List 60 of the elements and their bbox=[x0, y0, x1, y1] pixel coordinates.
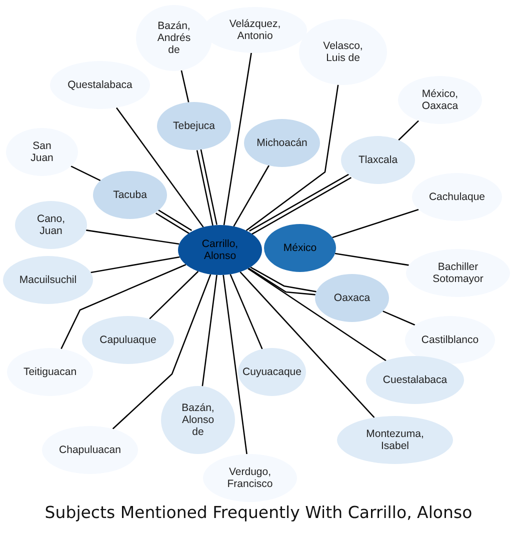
topic-label: México, Oaxaca bbox=[420, 88, 460, 112]
connector-line bbox=[246, 84, 339, 232]
topic-label: Oaxaca bbox=[334, 292, 370, 304]
topic-label: Bazán, Andrés de bbox=[156, 20, 192, 56]
diagram-title: Subjects Mentioned Frequently With Carrillo, Alonso bbox=[44, 503, 474, 522]
topic-ellipse bbox=[315, 274, 389, 322]
topic-ellipse bbox=[264, 224, 336, 272]
topic-label: Verdugo, Francisco bbox=[226, 466, 274, 490]
connector-line bbox=[240, 271, 375, 418]
topic-label: Cano, Juan bbox=[36, 213, 66, 237]
connector-line bbox=[180, 70, 190, 102]
connector-line bbox=[223, 52, 252, 226]
connector-line bbox=[233, 165, 270, 227]
topic-ellipse bbox=[6, 128, 78, 176]
topic-label: Castilblanco bbox=[421, 334, 479, 346]
topic-label: México bbox=[283, 242, 317, 254]
connector-line bbox=[230, 274, 263, 350]
topic-label: Tebejuca bbox=[172, 120, 216, 132]
topic-label: Cachulaque bbox=[428, 191, 486, 203]
connector-line bbox=[196, 150, 214, 226]
connector-line bbox=[200, 149, 218, 225]
topic-label: Bachiller Sotomayor bbox=[432, 261, 484, 285]
connector-line bbox=[248, 268, 386, 362]
connector-line bbox=[116, 107, 204, 228]
connector-line bbox=[158, 209, 192, 231]
connector-line bbox=[90, 256, 180, 274]
topic-label: Montezuma, Isabel bbox=[365, 428, 425, 452]
connector-line bbox=[86, 230, 180, 245]
topic-label: Chapuluacan bbox=[59, 444, 121, 456]
topic-label: Carrillo, Alonso bbox=[200, 238, 240, 262]
topic-ellipse bbox=[341, 136, 415, 184]
topic-ellipse bbox=[244, 119, 320, 167]
connector-line bbox=[334, 252, 409, 266]
connector-line bbox=[222, 274, 248, 454]
connector-line bbox=[70, 166, 101, 182]
connector-line bbox=[398, 120, 420, 141]
connector-line bbox=[60, 264, 186, 350]
connector-line bbox=[382, 310, 416, 326]
central-topic-ellipse bbox=[178, 225, 262, 275]
topic-label: Teitiguacan bbox=[23, 366, 77, 378]
topic-label: Cuyuacaque bbox=[242, 366, 302, 378]
topic-label: Velázquez, Antonio bbox=[228, 18, 282, 42]
topic-label: Cuestalabaca bbox=[382, 374, 448, 386]
topic-label: Velasco, Luis de bbox=[323, 40, 363, 64]
topic-label: Tlaxcala bbox=[358, 154, 398, 166]
topic-label: San Juan bbox=[30, 140, 54, 164]
topic-label: Questalabaca bbox=[68, 79, 132, 91]
topic-label: Michoacán bbox=[256, 137, 308, 149]
connector-line bbox=[149, 270, 199, 320]
connector-line bbox=[202, 274, 218, 386]
topic-label: Tacuba bbox=[113, 189, 147, 201]
connector-line bbox=[156, 212, 190, 234]
topic-label: Capuluaque bbox=[100, 334, 156, 346]
topic-ellipse bbox=[82, 316, 174, 364]
topic-label: Macuilsuchil bbox=[19, 274, 77, 286]
topic-ellipse bbox=[93, 171, 167, 219]
topic-ellipse bbox=[238, 348, 306, 396]
connector-line bbox=[112, 274, 212, 430]
connector-line bbox=[332, 208, 419, 238]
topic-label: Bazán, Alonso de bbox=[180, 402, 216, 438]
